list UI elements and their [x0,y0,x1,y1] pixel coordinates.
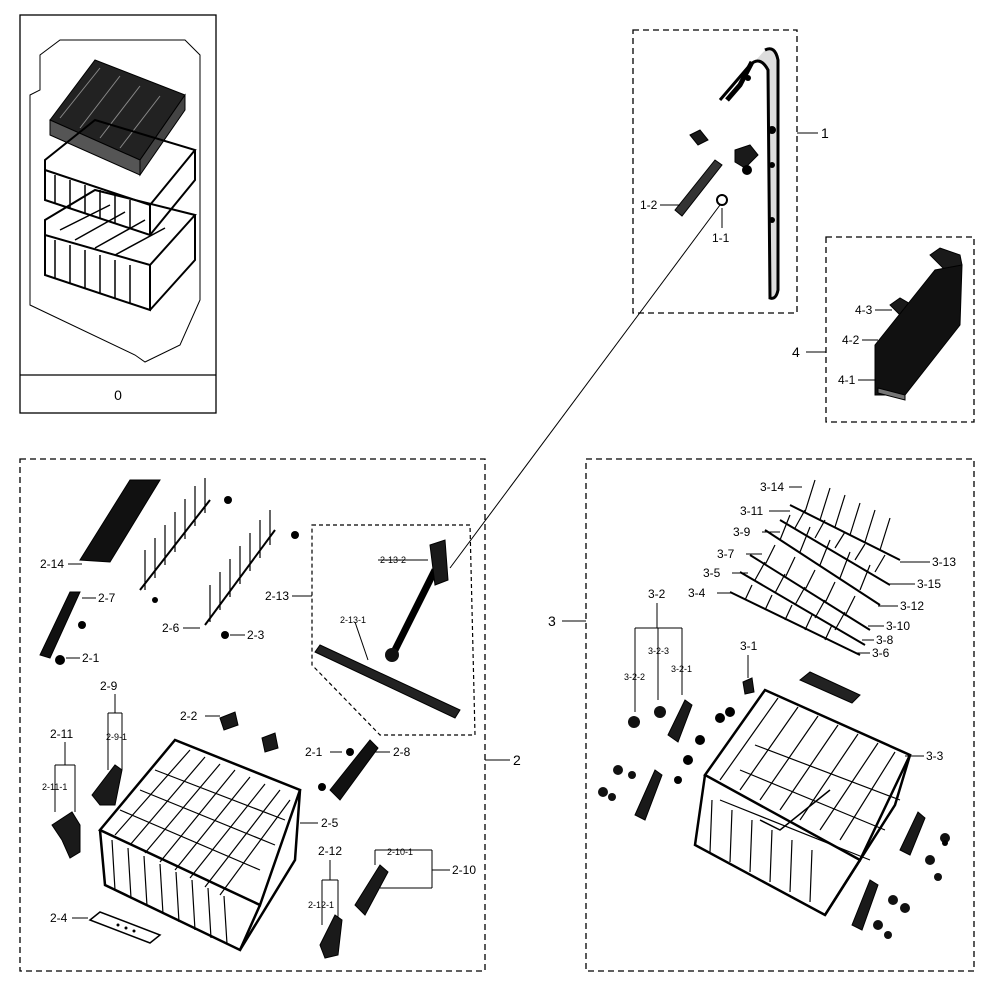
label-2-1-a: 2-1 [82,651,100,665]
label-2-13: 2-13 [265,589,289,603]
label-3-12: 3-12 [900,599,924,613]
label-1-2: 1-2 [640,198,658,212]
group-2-upper-rack: 2 2-14 2-6 2-3 2-7 2-1 [19,458,521,972]
label-3-2-3: 3-2-3 [648,646,669,656]
overview-upper-tray-illustration [49,59,186,177]
label-1-1: 1-1 [712,231,730,245]
label-2-11-1: 2-11-1 [42,782,67,792]
label-4-1: 4-1 [838,373,856,387]
label-4-2: 4-2 [842,333,860,347]
label-3-3: 3-3 [926,749,944,763]
label-3-7: 3-7 [717,547,735,561]
label-2-2: 2-2 [180,709,198,723]
label-3-15: 3-15 [917,577,941,591]
lower-rack-basket-illustration [693,688,912,917]
label-3-1: 3-1 [740,639,758,653]
label-3-2-1: 3-2-1 [671,664,692,674]
label-2-11: 2-11 [50,727,73,741]
label-3-2-2: 3-2-2 [624,672,645,682]
overview-lower-rack-illustration [44,188,197,312]
group-2-label: 2 [513,752,521,768]
label-2-10-1: 2-10-1 [387,847,413,857]
group-3-lower-rack: 3 3-14 3-11 3-9 3-7 3-5 3-4 3-13 [548,458,975,972]
group-4-label: 4 [792,344,800,360]
label-2-14: 2-14 [40,557,64,571]
label-3-10: 3-10 [886,619,910,633]
group-1-label: 1 [821,125,829,141]
upper-rack-basket-illustration [98,738,302,952]
label-3-6: 3-6 [872,646,890,660]
label-3-14: 3-14 [760,480,784,494]
group-3-label: 3 [548,613,556,629]
label-2-4: 2-4 [50,911,68,925]
overview-middle-rack-illustration [44,118,197,237]
label-3-9: 3-9 [733,525,751,539]
label-2-1-b: 2-1 [305,745,323,759]
label-3-13: 3-13 [932,555,956,569]
lower-tine-rows-illustration [729,479,901,656]
overview-label: 0 [114,387,122,403]
connector-line [449,204,721,569]
group-1-spray-pipe: 1-1 1-2 1 [449,29,829,569]
label-3-4: 3-4 [688,586,706,600]
label-2-12: 2-12 [318,844,342,858]
label-3-2: 3-2 [648,587,666,601]
overview-panel: 0 [19,14,217,414]
label-2-9-1: 2-9-1 [106,732,127,742]
label-2-3: 2-3 [247,628,265,642]
label-2-6: 2-6 [162,621,180,635]
label-2-8: 2-8 [393,745,411,759]
label-3-5: 3-5 [703,566,721,580]
label-2-10: 2-10 [452,863,476,877]
label-2-5: 2-5 [321,816,339,830]
label-2-9: 2-9 [100,679,118,693]
label-2-13-1: 2-13-1 [340,615,366,625]
group-4-holder: 4-3 4-2 4-1 4 [792,236,975,423]
label-2-7: 2-7 [98,591,116,605]
label-2-12-1: 2-12-1 [308,900,334,910]
label-3-11: 3-11 [740,504,763,518]
label-4-3: 4-3 [855,303,873,317]
label-2-13-2: 2-13-2 [380,555,406,565]
label-3-8: 3-8 [876,633,894,647]
tine-row-illustration [139,478,299,626]
